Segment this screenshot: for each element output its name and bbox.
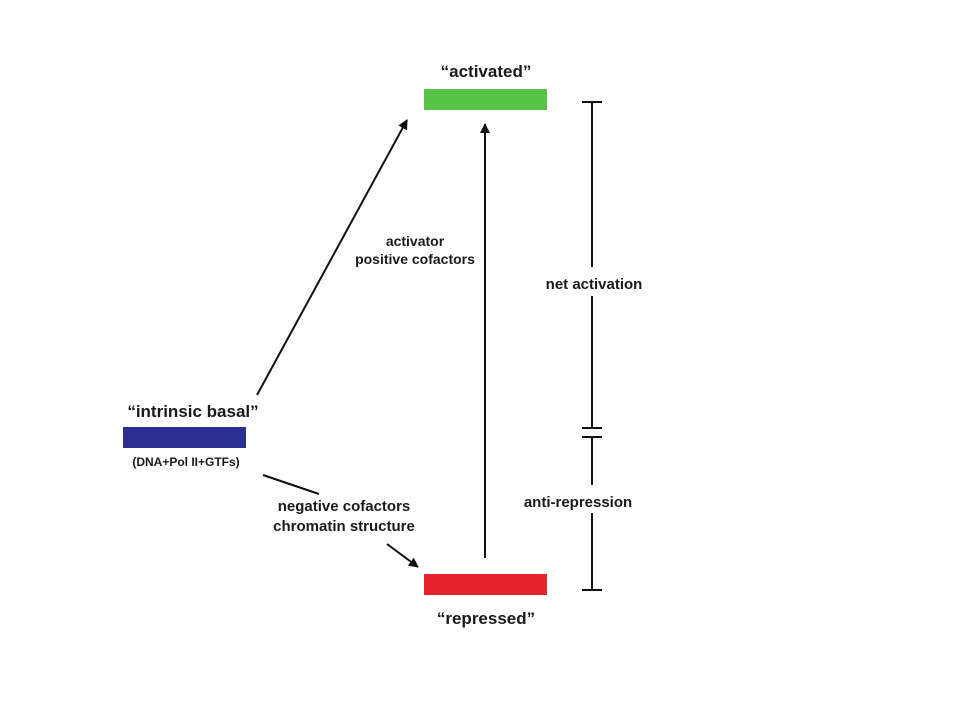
edge-label-positive-cofactors: positive cofactors (355, 251, 475, 267)
repressed-state-bar (424, 574, 547, 595)
basal-label: “intrinsic basal” (127, 402, 258, 421)
net-activation-bracket (582, 101, 602, 429)
activated-label: “activated” (441, 62, 532, 81)
edge-label-negative-cofactors: negative cofactors (278, 498, 411, 515)
edge-label-activator: activator (386, 233, 445, 249)
activated-state-bar (424, 89, 547, 110)
basal-sublabel: (DNA+Pol II+GTFs) (132, 455, 239, 469)
repressed-label: “repressed” (437, 609, 535, 628)
basal-state-bar (123, 427, 246, 448)
arrow-basal-to-activated (256, 119, 408, 396)
anti-repression-bracket (582, 436, 602, 591)
anti-repression-label: anti-repression (524, 494, 632, 511)
arrow-basal-to-repressed-lower (386, 543, 419, 568)
arrow-basal-to-repressed-upper (262, 474, 320, 495)
net-activation-label: net activation (546, 276, 643, 293)
edge-label-chromatin-structure: chromatin structure (273, 518, 415, 535)
